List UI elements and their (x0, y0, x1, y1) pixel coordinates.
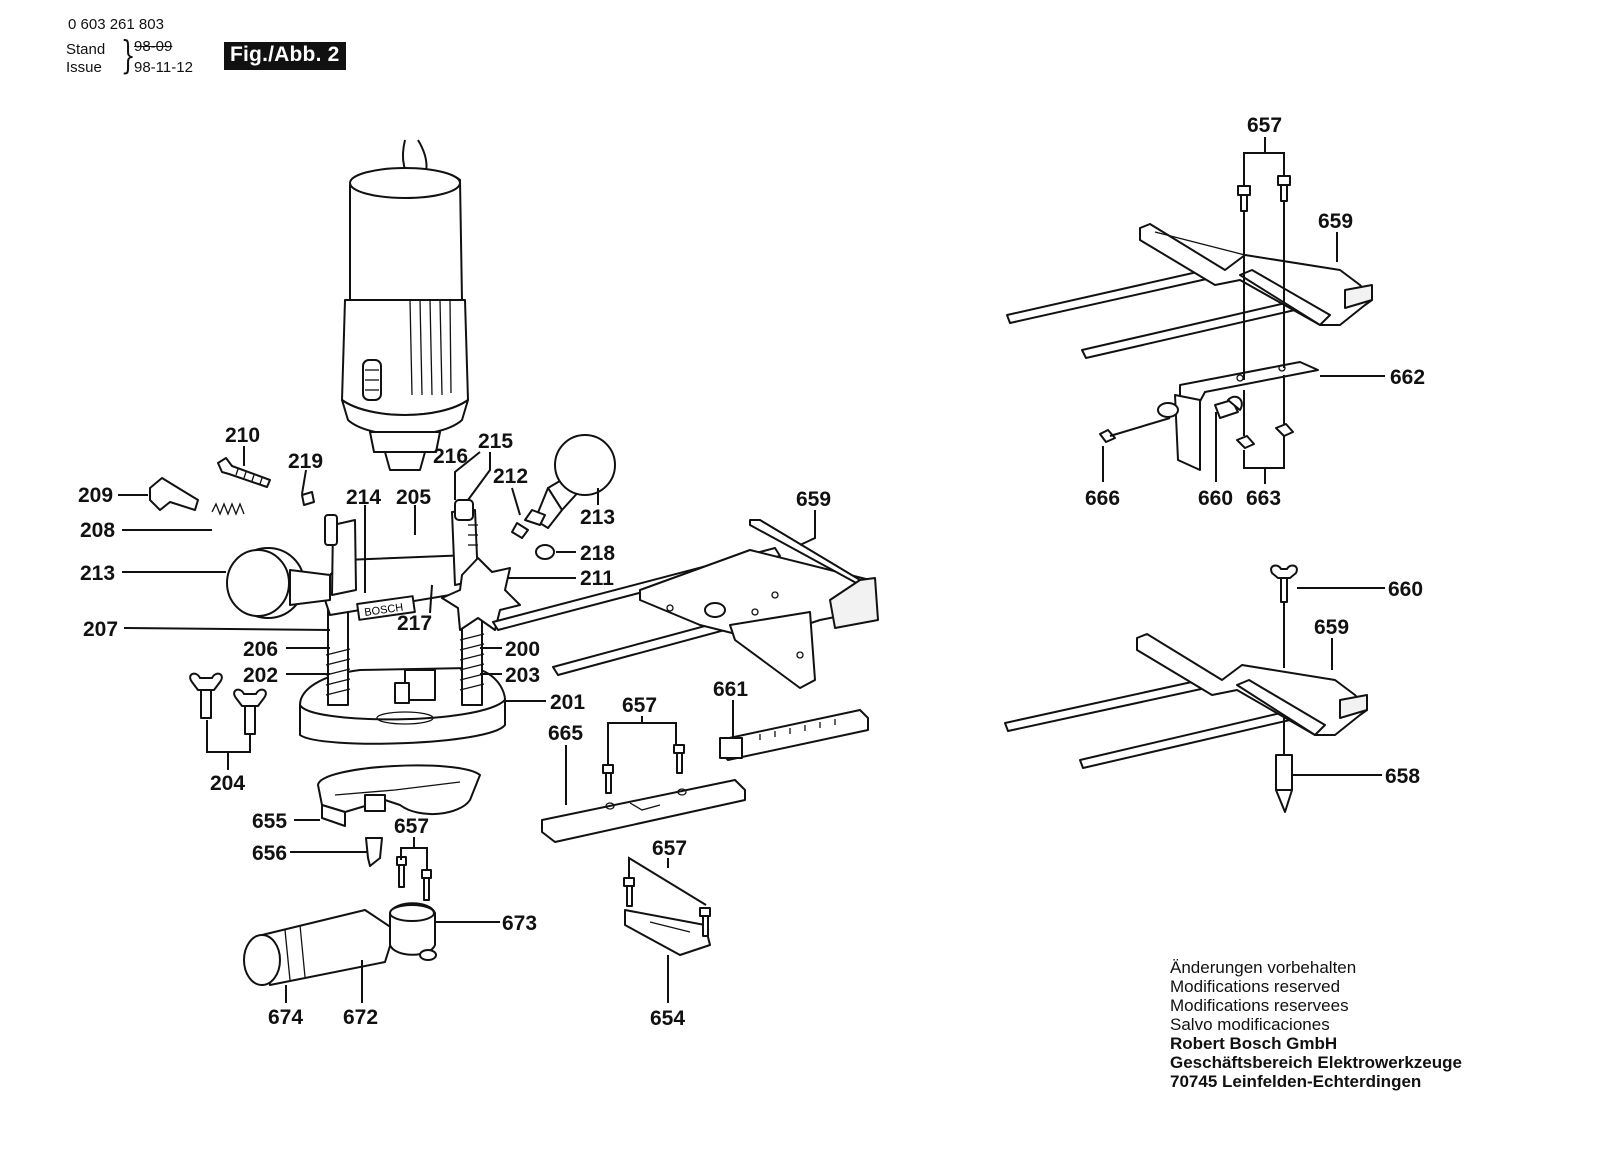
callout-661: 661 (713, 678, 748, 701)
router-base: BOSCH (149, 434, 616, 745)
parallel-guide-middle (492, 519, 879, 689)
callout-659-bottom: 659 (1314, 616, 1349, 639)
callout-216: 216 (433, 445, 468, 468)
brand-plate (356, 595, 416, 621)
callout-numbers: 210 219 216 215 212 209 214 205 213 208 … (78, 114, 1425, 1030)
callout-203: 203 (505, 664, 540, 687)
callout-207: 207 (83, 618, 118, 641)
callout-200: 200 (505, 638, 540, 661)
callout-219: 219 (288, 450, 323, 473)
footer-line-de: Änderungen vorbehalten (1170, 958, 1357, 977)
callout-209: 209 (78, 484, 113, 507)
callout-657-top: 657 (1247, 114, 1282, 137)
callout-217: 217 (397, 612, 432, 635)
brace-icon: } (120, 33, 136, 77)
callout-673: 673 (502, 912, 537, 935)
callout-204: 204 (210, 772, 245, 795)
callout-210: 210 (225, 424, 260, 447)
callout-206: 206 (243, 638, 278, 661)
dust-guard (317, 764, 481, 827)
stand-label: Stand (66, 41, 106, 58)
issue-date: 98-11-12 (134, 59, 193, 76)
callout-659-middle: 659 (796, 488, 831, 511)
callout-213-right: 213 (580, 506, 615, 529)
callout-211: 211 (580, 567, 614, 590)
callout-212: 212 (493, 465, 528, 488)
plate-665 (541, 744, 746, 843)
callout-660-bottom: 660 (1388, 578, 1423, 601)
scale-661 (719, 709, 869, 761)
footer-division: Geschäftsbereich Elektrowerkzeuge (1170, 1053, 1462, 1072)
callout-655: 655 (252, 810, 287, 833)
wing-screws (189, 672, 267, 735)
callout-215: 215 (478, 430, 513, 453)
guide-assembly-bottom-right (1004, 564, 1368, 813)
stand-date: 98-09 (134, 38, 173, 55)
router-motor (341, 139, 469, 471)
callout-658: 658 (1385, 765, 1420, 788)
callout-656: 656 (252, 842, 287, 865)
callout-659-top: 659 (1318, 210, 1353, 233)
callout-662: 662 (1390, 366, 1425, 389)
callout-665: 665 (548, 722, 583, 745)
footer-line-fr: Modifications reservees (1170, 996, 1349, 1015)
callout-663: 663 (1246, 487, 1281, 510)
footer-address: 70745 Leinfelden-Echterdingen (1170, 1072, 1422, 1091)
callout-213-left: 213 (80, 562, 115, 585)
brand-plate-text: BOSCH (364, 602, 404, 619)
footer-line-es: Salvo modificaciones (1170, 1015, 1330, 1034)
callout-201: 201 (550, 691, 585, 714)
slider-654 (623, 877, 711, 956)
callout-674: 674 (268, 1006, 303, 1029)
callout-208: 208 (80, 519, 115, 542)
small-screws-base (396, 856, 432, 901)
footer-notice: Änderungen vorbehalten Modifications res… (1170, 958, 1590, 1091)
callout-666: 666 (1085, 487, 1120, 510)
guide-assembly-top-right (1006, 175, 1373, 471)
leader-lines (118, 137, 1385, 1003)
footer-line-en: Modifications reserved (1170, 977, 1341, 996)
callout-657-plate: 657 (622, 694, 657, 717)
callout-218: 218 (580, 542, 615, 565)
callout-657-base: 657 (394, 815, 429, 838)
issue-label: Issue (66, 59, 102, 76)
callout-660-top: 660 (1198, 487, 1233, 510)
footer-company: Robert Bosch GmbH (1170, 1034, 1338, 1053)
callout-202: 202 (243, 664, 278, 687)
document-number: 0 603 261 803 (68, 16, 164, 33)
callout-657-slider: 657 (652, 837, 687, 860)
document-header: 0 603 261 803 Stand Issue } 98-09 98-11-… (0, 0, 420, 80)
callout-654: 654 (650, 1007, 685, 1030)
figure-badge: Fig./Abb. 2 (224, 42, 346, 70)
callout-672: 672 (343, 1006, 378, 1029)
screw-656 (365, 837, 383, 867)
extraction-adapter (243, 902, 437, 986)
callout-214: 214 (346, 486, 381, 509)
callout-205: 205 (396, 486, 431, 509)
